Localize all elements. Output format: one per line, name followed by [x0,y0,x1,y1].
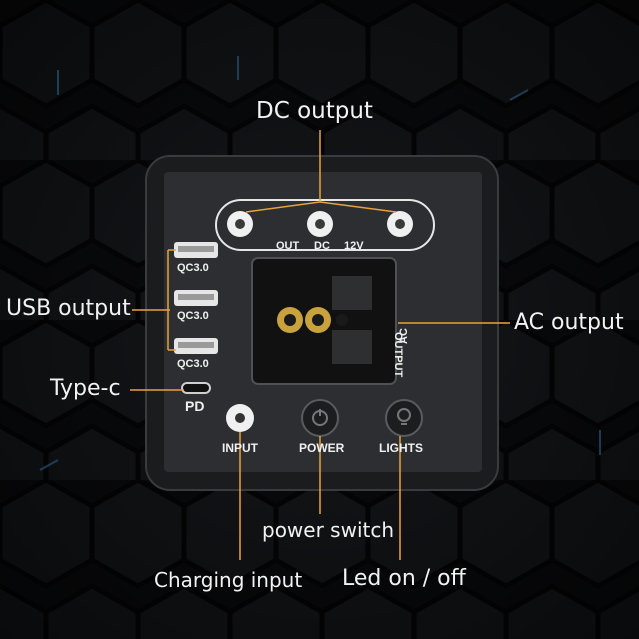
usb-label: QC3.0 [177,310,209,322]
power-switch-callout: power switch [262,518,395,542]
lights-button [385,399,423,437]
usb-ports [174,242,218,354]
ac-socket [251,257,397,385]
dc-label-out: OUT [276,240,300,252]
pd-label: PD [185,398,205,414]
leader-lines [130,130,510,560]
power-label: POWER [299,441,345,455]
led-callout: Led on / off [342,566,466,591]
usb-label: QC3.0 [177,358,209,370]
charging-input-callout: Charging input [154,568,303,592]
type-c-port [181,382,211,394]
usb-output-callout: USB output [6,296,131,321]
usb-label: QC3.0 [177,262,209,274]
input-label: INPUT [222,441,258,455]
ac-label-2: OUTPUT [392,332,404,378]
type-c-callout: Type-c [50,376,121,401]
dc-label-dc: DC [314,240,330,252]
lights-label: LIGHTS [379,441,423,455]
dc-output-callout: DC output [256,98,373,124]
dc-output-ports [215,199,435,251]
dc-label-volt: 12V [344,240,364,252]
input-port [226,404,254,432]
ac-output-callout: AC output [514,310,624,335]
power-button [301,399,339,437]
